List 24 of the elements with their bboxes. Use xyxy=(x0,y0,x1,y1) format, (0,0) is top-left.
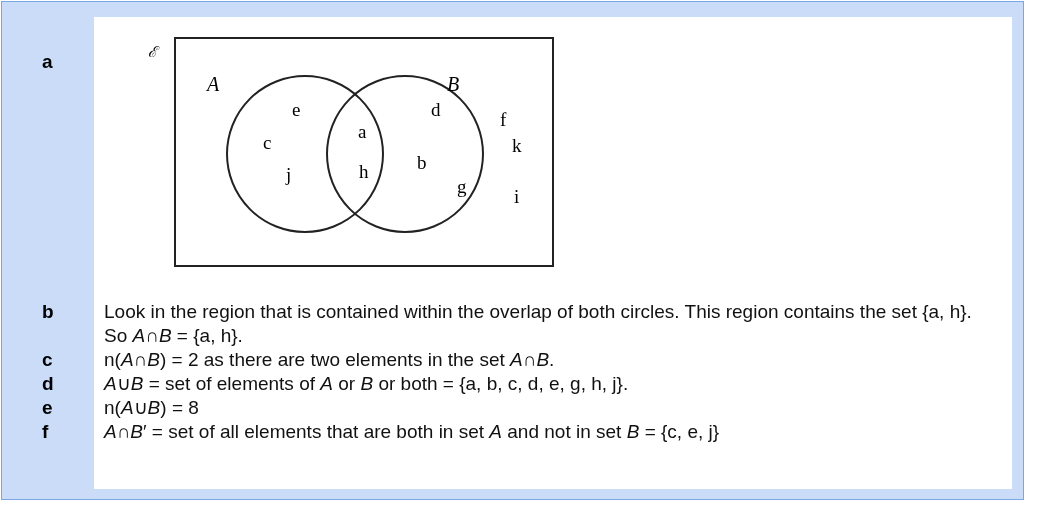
set-element: h xyxy=(359,162,369,182)
set-label: B xyxy=(447,74,460,94)
set-element: i xyxy=(514,187,520,207)
set-element: k xyxy=(512,136,522,156)
set-element: e xyxy=(292,100,301,120)
set-element: j xyxy=(286,165,292,185)
answer-text: Look in the region that is contained within the overlap of both circles. This region contains the set {a, h}. So A∩B = {a, h}. xyxy=(104,300,973,348)
set-element: b xyxy=(417,153,427,173)
set-label: A xyxy=(207,74,220,94)
answer-text: A∪B = set of elements of A or B or both = {a, b, c, d, e, g, h, j}. xyxy=(104,372,630,396)
part-letter: c xyxy=(42,348,53,372)
set-element: g xyxy=(457,177,467,197)
answer-text: n(A∩B) = 2 as there are two elements in the set A∩B. xyxy=(104,348,556,372)
answer-text: n(A∪B) = 8 xyxy=(104,396,200,420)
set-element: f xyxy=(500,110,507,130)
set-element: a xyxy=(358,122,367,142)
part-letter: d xyxy=(42,372,54,396)
set-element: d xyxy=(431,100,441,120)
answer-text: A∩B′ = set of all elements that are both in set A and not in set B = {c, e, j} xyxy=(104,420,721,444)
part-letter: a xyxy=(42,50,53,74)
part-letter: e xyxy=(42,396,53,420)
part-letter: b xyxy=(42,300,54,324)
set-element: c xyxy=(263,133,272,153)
part-letter: f xyxy=(42,420,49,444)
